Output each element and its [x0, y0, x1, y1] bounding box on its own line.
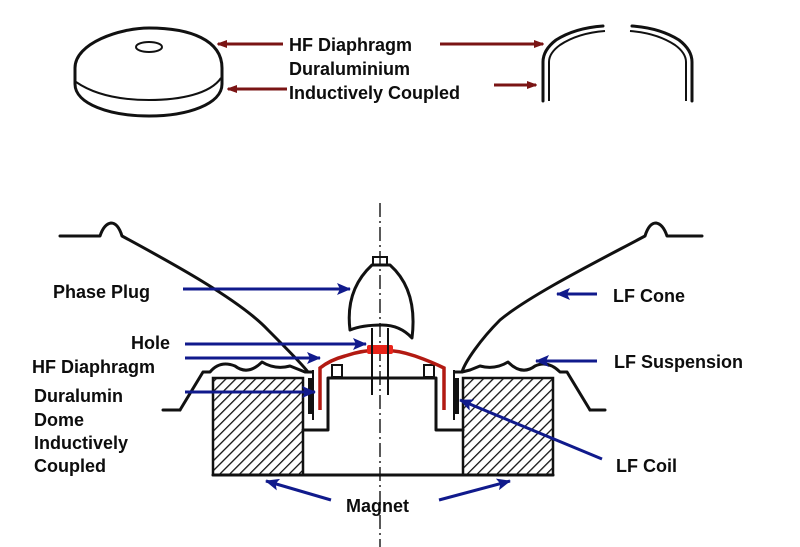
top-label-duraluminium: Duraluminium [289, 59, 410, 79]
hf-diaphragm-disc [73, 26, 224, 118]
arrow-magnet-right [438, 478, 511, 502]
arrow-magnet-left [265, 478, 332, 502]
magnet-right [461, 376, 555, 477]
top-arrows [218, 44, 543, 89]
label-lf-coil: LF Coil [616, 456, 677, 476]
hf-diaphragm-section [541, 24, 694, 103]
hole-red-insert [367, 345, 393, 354]
label-coupled: Coupled [34, 456, 106, 476]
arrow-lf-coil [459, 398, 603, 461]
hf-diaphragm-dome [318, 345, 446, 410]
label-duralumin: Duralumin [34, 386, 123, 406]
lf-cone [58, 221, 704, 374]
label-inductively: Inductively [34, 433, 128, 453]
label-phase-plug: Phase Plug [53, 282, 150, 302]
magnet-left [211, 376, 305, 477]
label-arrows [183, 283, 603, 502]
label-dome: Dome [34, 410, 84, 430]
phase-plug [347, 256, 415, 395]
top-label-hf-diaphragm: HF Diaphragm [289, 35, 412, 55]
label-lf-cone: LF Cone [613, 286, 685, 306]
label-lf-suspension: LF Suspension [614, 352, 743, 372]
pole-piece [301, 364, 465, 432]
top-label-inductively-coupled: Inductively Coupled [289, 83, 460, 103]
label-magnet: Magnet [346, 496, 409, 516]
lf-suspension [161, 360, 607, 412]
label-hf-diaphragm: HF Diaphragm [32, 357, 155, 377]
label-hole: Hole [131, 333, 170, 353]
